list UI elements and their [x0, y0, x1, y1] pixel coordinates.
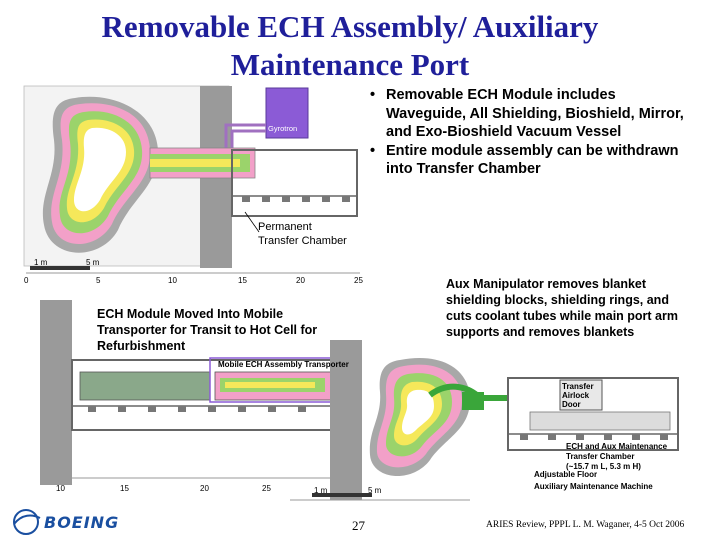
permanent-label-line2: Transfer Chamber [258, 235, 347, 247]
footer-citation: ARIES Review, PPPL L. M. Waganer, 4-5 Oc… [486, 520, 685, 530]
ech-module-moved-label: ECH Module Moved Into Mobile Transporter… [97, 307, 318, 353]
transfer-chamber-line3: (~15.7 m L, 5.3 m H) [566, 462, 641, 471]
scale-tick: 15 [120, 484, 129, 493]
gyrotron-box [265, 87, 309, 139]
transporter-drawing [40, 300, 353, 485]
scale-tick: 20 [200, 484, 209, 493]
scale-top-right: 5 m [86, 258, 100, 267]
bullet-item: Removable ECH Module includes Waveguide,… [368, 86, 698, 142]
boeing-logo-mark [13, 509, 41, 535]
aux-machine-label: Auxiliary Maintenance Machine [534, 482, 653, 491]
scale-tick: 10 [168, 276, 177, 285]
scale-top-left: 1 m [34, 258, 48, 267]
boeing-logo-text: BOEING [44, 513, 120, 532]
permanent-label-line1: Permanent [258, 221, 312, 233]
transfer-chamber-line2: Transfer Chamber [566, 452, 635, 461]
transfer-chamber-line1: ECH and Aux Maintenance [566, 442, 668, 451]
scale-bottom-left: 1 m [314, 486, 328, 495]
page-number: 27 [352, 518, 365, 533]
bullet-item: Entire module assembly can be withdrawn … [368, 142, 698, 179]
aux-manipulator-label: Aux Manipulator removes blanket shieldin… [446, 277, 678, 339]
scale-tick: 15 [238, 276, 247, 285]
scale-tick: 10 [56, 484, 65, 493]
scale-tick: 20 [296, 276, 305, 285]
scale-tick: 5 [96, 276, 101, 285]
adjustable-floor-label: Adjustable Floor [534, 470, 598, 479]
top-section-drawing [23, 85, 360, 274]
mobile-transporter-label: Mobile ECH Assembly Transporter [218, 360, 349, 369]
transfer-airlock-door-label: Transfer Airlock Door [562, 382, 594, 409]
scale-tick: 25 [354, 276, 363, 285]
permanent-transfer-chamber-label: Permanent Transfer Chamber [258, 220, 347, 248]
bullet-list: Removable ECH Module includes Waveguide,… [368, 86, 698, 179]
scale-bottom-right: 5 m [368, 486, 382, 495]
aux-maintenance-drawing [290, 340, 679, 501]
scale-tick: 25 [262, 484, 271, 493]
gyrotron-label: Gyrotron [268, 124, 298, 133]
title-line-1: Removable ECH Assembly/ Auxiliary [101, 9, 599, 44]
scale-tick: 0 [24, 276, 29, 285]
slide-title: Removable ECH Assembly/ Auxiliary Mainte… [40, 8, 660, 84]
transfer-chamber-label: ECH and Aux Maintenance Transfer Chamber… [566, 442, 667, 472]
title-line-2: Maintenance Port [230, 47, 470, 82]
boeing-logo: BOEING [10, 506, 140, 536]
